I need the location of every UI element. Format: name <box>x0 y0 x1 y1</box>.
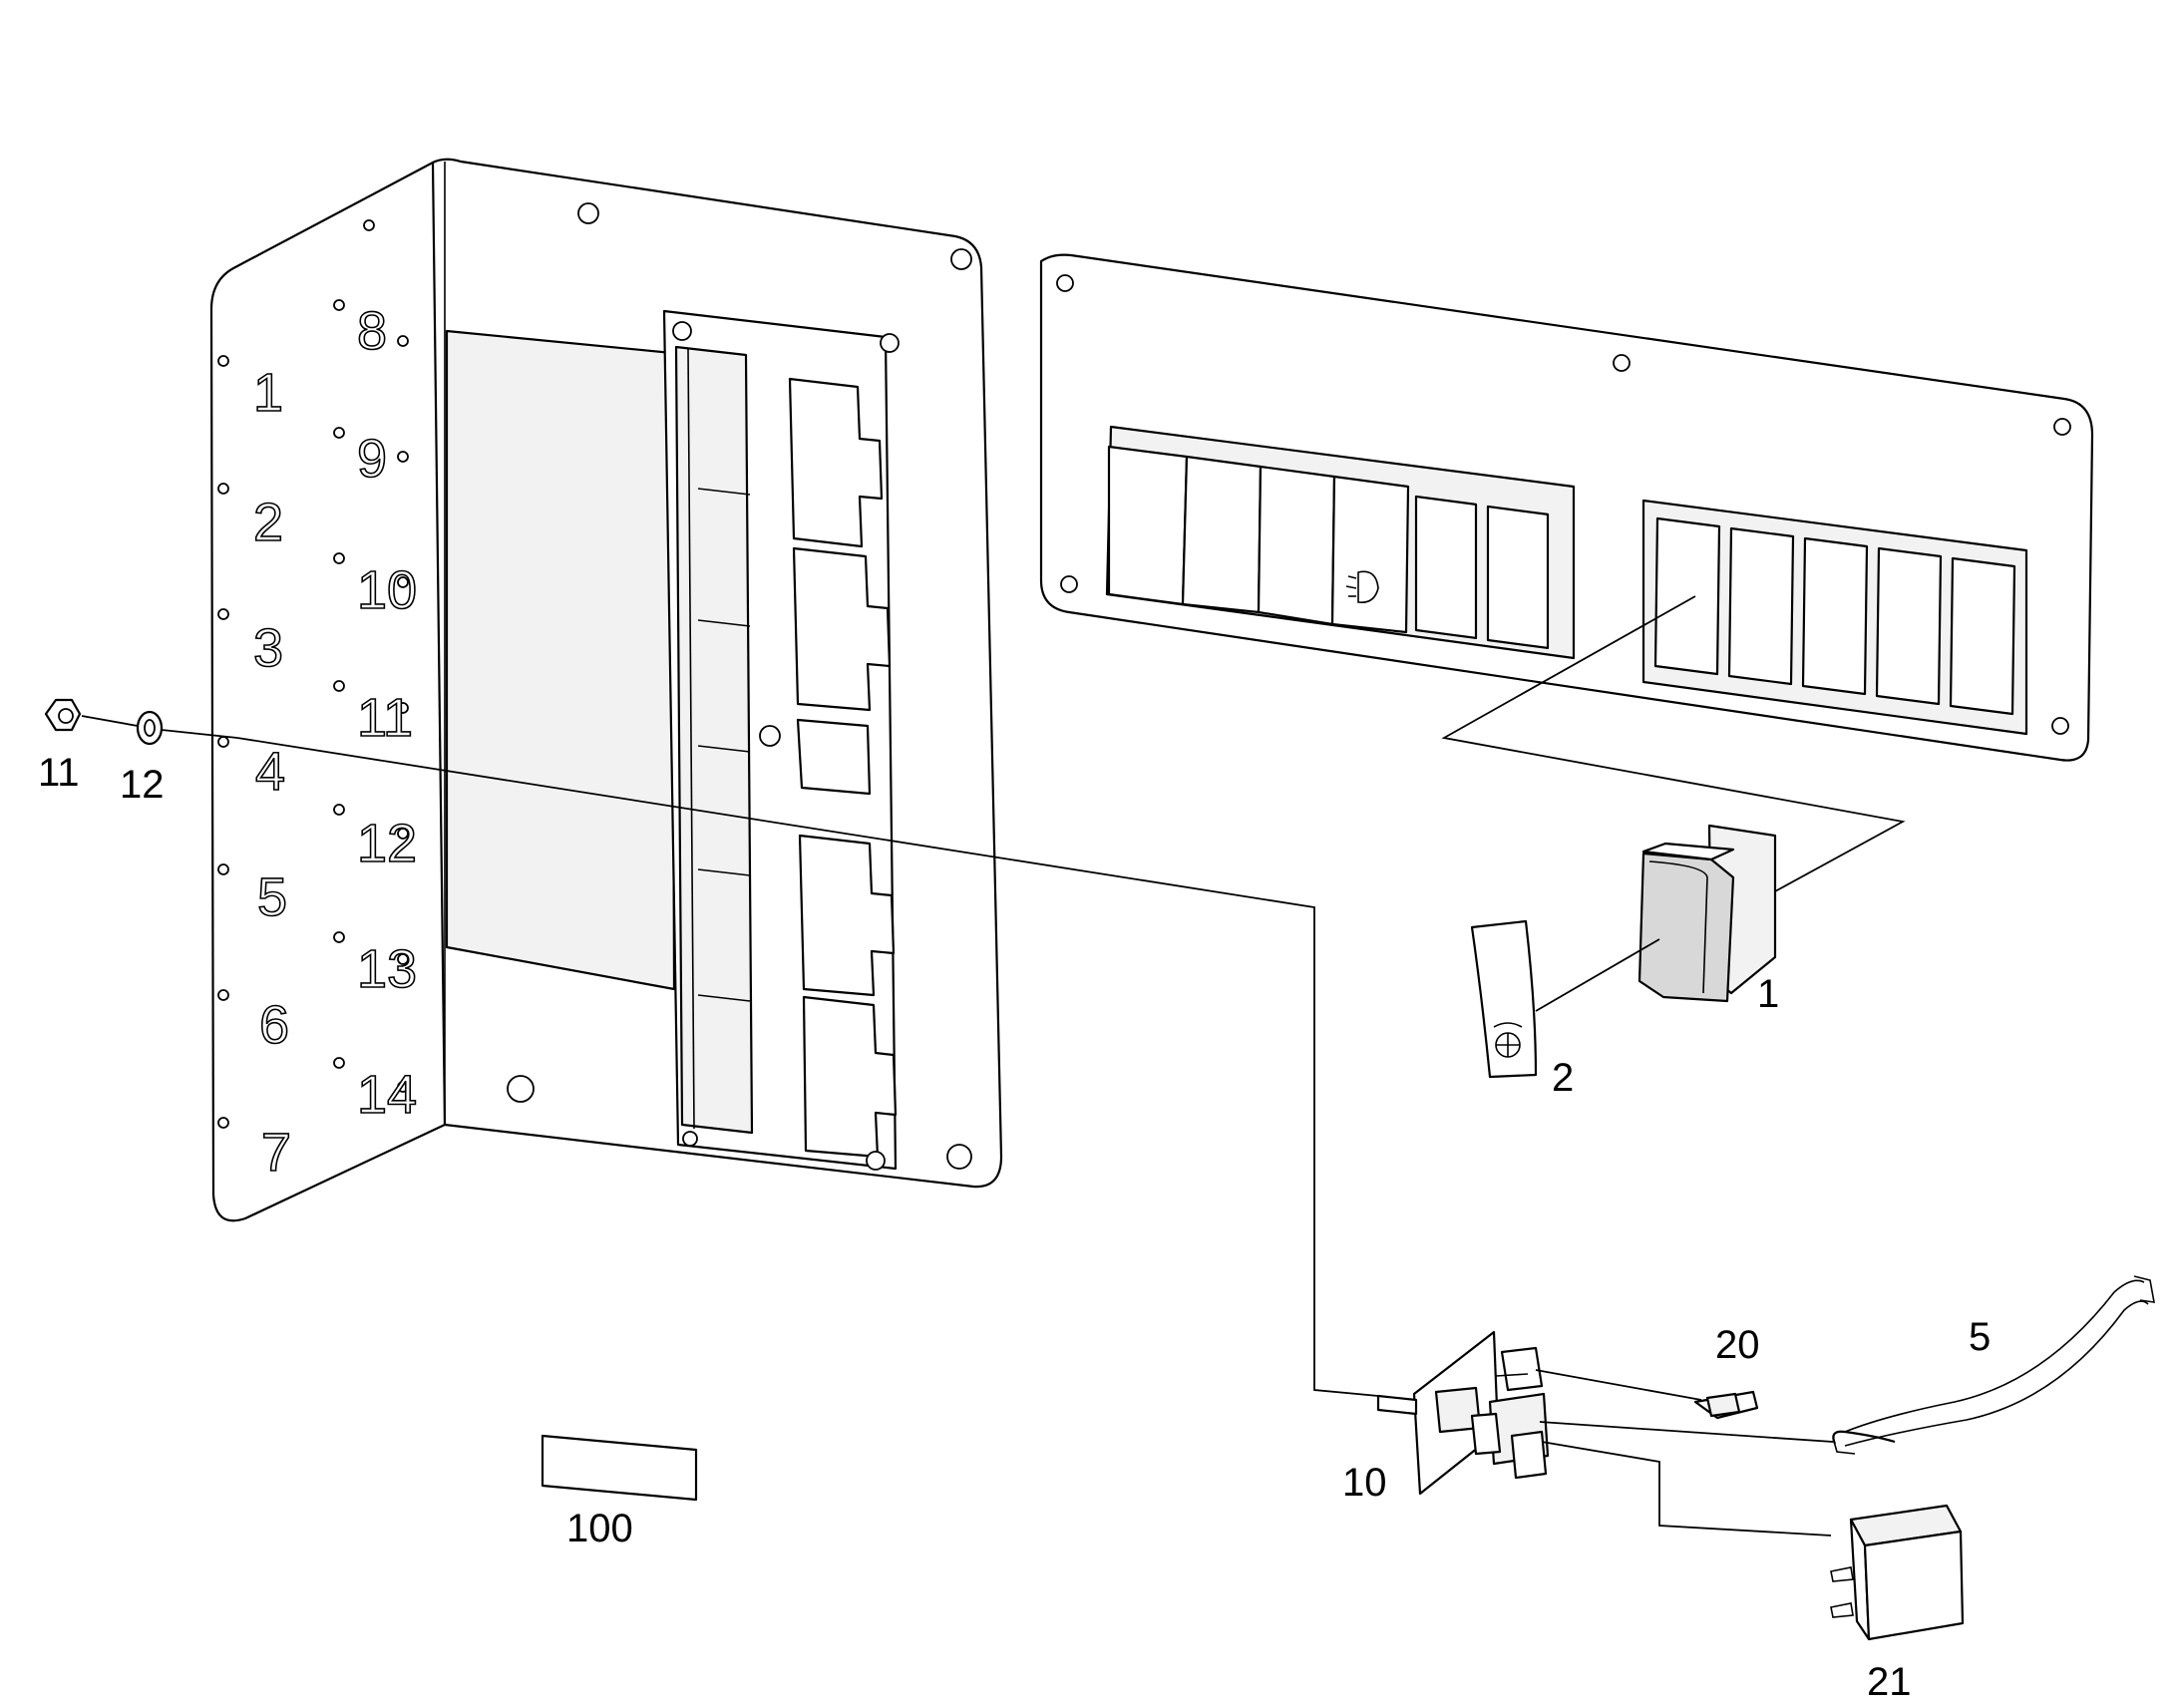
callouts: 1 2 5 10 11 12 20 21 100 <box>38 751 1991 1704</box>
relay-socket-assembly <box>1376 1330 1550 1496</box>
callout-2: 2 <box>1552 1056 1574 1100</box>
callout-12: 12 <box>120 763 165 807</box>
plate-numbers-right: 8 9 10 11 12 13 14 <box>356 300 418 1126</box>
plate-number-12: 12 <box>357 814 417 873</box>
washer <box>136 710 164 746</box>
flange-holes <box>217 219 409 1129</box>
nut <box>44 698 82 732</box>
plate-number-10: 10 <box>357 560 417 620</box>
plate-number-3: 3 <box>253 618 283 678</box>
rocker-switch <box>1637 824 1777 1003</box>
callout-1: 1 <box>1757 972 1779 1016</box>
wire-harness <box>1832 1275 2155 1455</box>
plate-number-1: 1 <box>253 363 283 423</box>
work-light-icon <box>1345 570 1379 604</box>
plate-numbers-left: 1 2 3 4 5 6 7 <box>252 362 292 1184</box>
leader-lines <box>81 595 1906 1537</box>
wiper-icon <box>1493 1022 1523 1058</box>
plate-number-6: 6 <box>259 995 289 1055</box>
callout-5: 5 <box>1969 1315 1991 1359</box>
plate-number-8: 8 <box>357 301 387 361</box>
callout-11: 11 <box>38 751 80 795</box>
switch-lens <box>1470 919 1538 1079</box>
left-switch-group <box>1105 425 1576 660</box>
callout-21: 21 <box>1867 1660 1912 1704</box>
label-decal <box>541 1434 698 1502</box>
plate-number-9: 9 <box>357 429 387 489</box>
callout-10: 10 <box>1342 1461 1387 1505</box>
switch-panel <box>1039 253 2094 762</box>
plate-number-5: 5 <box>257 867 287 927</box>
relay <box>1830 1504 1965 1641</box>
right-switch-group <box>1641 499 2028 736</box>
callout-20: 20 <box>1715 1323 1760 1367</box>
plate-number-11: 11 <box>357 688 413 748</box>
plate-number-13: 13 <box>357 939 417 999</box>
plate-number-14: 14 <box>357 1065 417 1125</box>
plate-number-4: 4 <box>255 742 285 802</box>
plate-number-2: 2 <box>253 493 283 552</box>
fuse-relay-board <box>662 309 900 1171</box>
plate-number-7: 7 <box>261 1123 291 1183</box>
callout-100: 100 <box>566 1507 633 1550</box>
blade-fuse <box>1693 1390 1759 1420</box>
